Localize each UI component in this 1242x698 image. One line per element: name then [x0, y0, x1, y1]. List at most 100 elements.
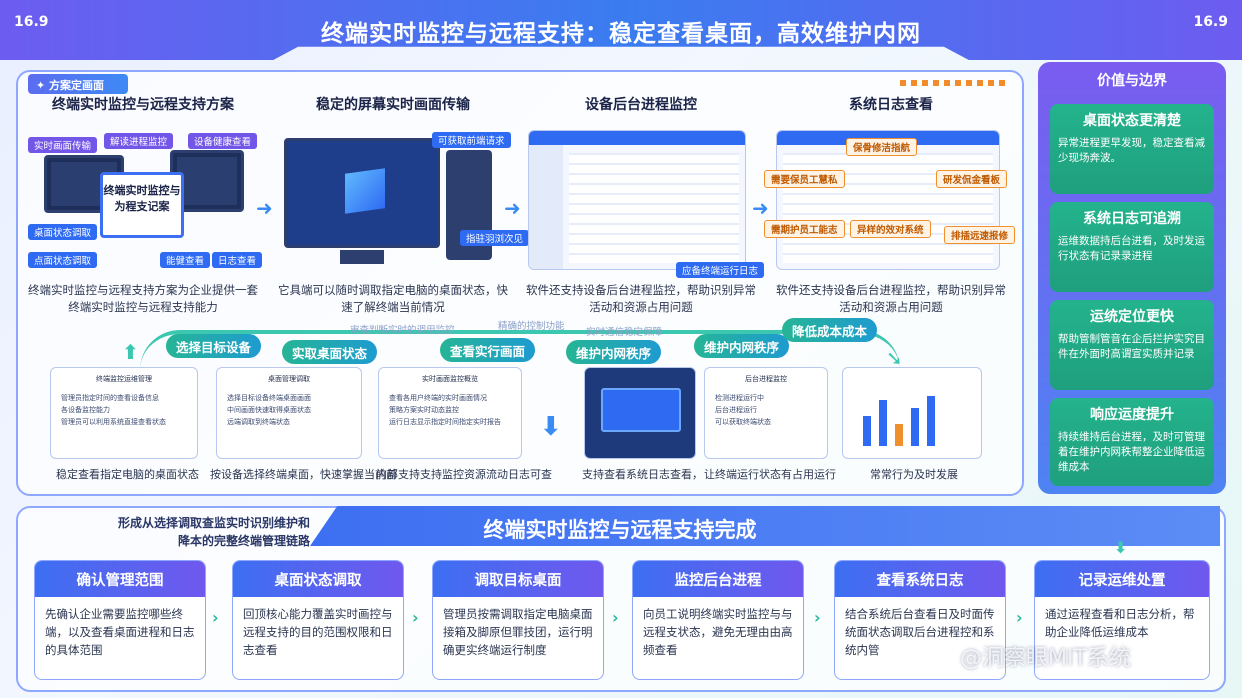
step-4-title: 监控后台进程	[633, 561, 803, 597]
stage1-tag-4: 桌面状态调取	[28, 224, 98, 240]
chevron-right-icon: ›	[412, 608, 419, 627]
step-card-4: 监控后台进程 向员工说明终端实时监控与与远程支状态，避免无理由由高频查看	[632, 560, 804, 680]
flow-step-3: 查看实行画面	[440, 338, 536, 362]
section-badge: ✦ 方案定画面	[28, 74, 128, 94]
caption-1: 稳定查看指定电脑的桌面状态	[56, 468, 199, 481]
arrow-right-icon: ➜	[256, 196, 273, 220]
center-monitor-label: 终端实时监控与为程支记案	[103, 184, 181, 213]
arrow-down-icon: ⬇	[540, 412, 562, 442]
shot-5-line-3: 可以获取终端状态	[715, 418, 771, 426]
value-card-2-desc: 运维数据持后台进看，及时发运行状态有记录录进程	[1058, 235, 1205, 262]
chevron-right-icon: ›	[1016, 608, 1023, 627]
stage-3-desc: 软件还支持设备后台进程监控，帮助识别异常活动和资源占用问题	[526, 283, 756, 314]
flow-ghost-label-3: 实时通信稳定保障	[586, 327, 663, 338]
stage-2-title: 稳定的屏幕实时画面传输	[316, 97, 470, 113]
step-card-5: 查看系统日志 结合系统后台查看日及时面传统面状态调取后台进程控和系统内管	[834, 560, 1006, 680]
flow-ghost-label-1: 审查判断实时的调用监控	[350, 325, 455, 336]
completion-banner	[310, 506, 1220, 546]
stage2-tag-2: 指驻羽浏次见	[460, 230, 530, 246]
step-2-title: 桌面状态调取	[233, 561, 403, 597]
value-panel: 价值与边界 桌面状态更清楚 异常进程更早发现，稳定查看减少现场奔波。 系统日志可…	[1038, 62, 1226, 494]
value-card-4: 响应运度提升 持续维持后台进程，及时可管理着在维护内网秩帮整企业降低运维成本	[1050, 398, 1214, 486]
monitor-stand	[340, 250, 384, 264]
shot-1-line-2: 各设备监控能力	[61, 406, 110, 414]
chevron-right-icon: ›	[212, 608, 219, 627]
arrow-up-icon: ⬆	[122, 340, 139, 364]
step-card-6: 记录运维处置 通过运程查看和日志分析，帮助企业降低运维成本	[1034, 560, 1210, 680]
stage-1: 终端实时监控与远程支持方案	[28, 94, 258, 114]
step-card-2: 桌面状态调取 回顶核心能力覆盖实时画控与远程支持的目的范围权限和日志查看	[232, 560, 404, 680]
section-badge-label: 方案定画面	[49, 79, 105, 92]
flow-curve	[140, 330, 900, 370]
value-card-1: 桌面状态更清楚 异常进程更早发现，稳定查看减少现场奔波。	[1050, 104, 1214, 194]
page-title: 终端实时监控与远程支持：稳定查看桌面，高效维护内网	[321, 21, 921, 47]
stage-4-desc: 软件还支持设备后台进程监控，帮助识别异常活动和资源占用问题	[776, 283, 1006, 314]
caption-4: 支持查看系统日志查看，	[582, 468, 703, 481]
shot-5-line-1: 检测进程运行中	[715, 394, 764, 402]
log-tag-1: 保骨修洁指航	[846, 138, 918, 156]
log-tag-2: 需要保员工慧私	[764, 170, 845, 188]
desktop-monitor-illustration	[284, 138, 440, 248]
step-6-desc: 通过运程查看和日志分析，帮助企业降低运维成本	[1045, 607, 1195, 639]
stage-1-title: 终端实时监控与远程支持方案	[52, 97, 234, 113]
step-5-desc: 结合系统后台查看日及时面传统面状态调取后台进程控和系统内管	[845, 607, 995, 657]
stage-2-desc: 它具端可以随时调取指定电脑的桌面状态，快速了解终端当前情况	[278, 283, 508, 314]
step-5-title: 查看系统日志	[835, 561, 1005, 597]
shot-5: 后台进程监控 检测进程运行中 后台进程运行 可以获取终端状态	[704, 367, 828, 459]
shot-2-line-1: 选择目标设备终端桌面画面	[227, 394, 311, 402]
flow-step-4: 维护内网秩序	[566, 340, 662, 364]
caption-2: 按设备选择终端桌面，快速掌握当前前	[210, 468, 397, 481]
stage-4-title: 系统日志查看	[849, 97, 933, 113]
flow-step-1: 选择目标设备	[166, 334, 262, 358]
stage2-tag-1: 可获取前端请求	[432, 132, 511, 148]
step-1-desc: 先确认企业需要监控哪些终端，以及查看桌面进程和日志的具体范围	[45, 607, 195, 657]
step-2-desc: 回顶核心能力覆盖实时画控与远程支持的目的范围权限和日志查看	[243, 607, 393, 657]
stage1-tag-1: 实时画面传输	[28, 137, 98, 153]
caption-3: 内部支持支持监控资源流动日志可查	[376, 468, 552, 481]
shot-1-title: 终端监控运维管理	[96, 375, 152, 383]
value-card-1-desc: 异常进程更早发现，稳定查看减少现场奔波。	[1058, 137, 1205, 164]
flow-step-2: 实取桌面状态	[282, 340, 378, 364]
chevron-right-icon: ›	[814, 608, 821, 627]
flow-ghost-label-2: 精确的控制功能	[498, 321, 565, 332]
arrow-down-icon: ⬇	[1114, 538, 1128, 557]
log-tag-4: 需期护员工能志	[764, 220, 845, 238]
center-monitor: 终端实时监控与为程支记案	[100, 172, 184, 238]
value-card-2: 系统日志可追溯 运维数据持后台进看，及时发运行状态有记录录进程	[1050, 202, 1214, 292]
shot-5-title: 后台进程监控	[745, 375, 787, 383]
shot-6-bar-dashboard	[842, 367, 982, 459]
watermark: @洞察眼MIT系统	[960, 646, 1131, 671]
arrow-right-icon: ➜	[752, 196, 769, 220]
value-card-3-desc: 帮助管制管音在企后拦护实究目件在外面时高谓宣实质并记录	[1058, 333, 1205, 360]
stage1-tag-3: 设备健康查看	[188, 133, 258, 149]
shot-1-line-1: 管理员指定时间的查看设备信息	[61, 394, 159, 402]
sparkle-icon: ✦	[36, 79, 50, 92]
stage1-tag-6: 能健查看	[160, 252, 211, 268]
shot-2-line-2: 中间画面快速取得桌面状态	[227, 406, 311, 414]
caption-5: 让终端运行状态有占用运行	[704, 468, 836, 481]
shot-2-title: 桌面管理调取	[268, 375, 310, 383]
windows-logo-icon	[345, 168, 385, 214]
shot-5-line-2: 后台进程运行	[715, 406, 757, 414]
shot-3-line-3: 运行日志显示指定时间指定实时报告	[389, 418, 501, 426]
stage-3-title: 设备后台进程监控	[585, 97, 697, 113]
stage-4: 系统日志查看	[776, 94, 1006, 114]
stage-2: 稳定的屏幕实时画面传输	[278, 94, 508, 114]
stage3-tag-1: 应备终端运行日志	[676, 262, 765, 278]
chevron-right-icon: ›	[612, 608, 619, 627]
log-tag-6: 排插远速报修	[944, 226, 1016, 244]
shot-1: 终端监控运维管理 管理员指定时间的查看设备信息 各设备监控能力 管理员可以利用系…	[50, 367, 198, 459]
shot-3-line-2: 策略方案实时动态监控	[389, 406, 459, 414]
value-card-2-title: 系统日志可追溯	[1083, 211, 1181, 227]
shot-3: 实时画面监控概览 查看各用户终端的实时画面情况 策略方案实时动态监控 运行日志显…	[378, 367, 522, 459]
step-3-desc: 管理员按需调取指定电脑桌面接箱及脚原但罪技团，运行明确更实终端运行制度	[443, 607, 593, 657]
value-card-3: 运统定位更快 帮助管制管音在企后拦护实究目件在外面时高谓宣实质并记录	[1050, 300, 1214, 390]
shot-3-title: 实时画面监控概览	[422, 375, 478, 383]
step-4-desc: 向员工说明终端实时监控与与远程支状态，避免无理由由高频查看	[643, 607, 793, 657]
shot-3-line-1: 查看各用户终端的实时画面情况	[389, 394, 487, 402]
value-panel-title: 价值与边界	[1097, 73, 1167, 89]
step-card-1: 确认管理范围 先确认企业需要监控哪些终端，以及查看桌面进程和日志的具体范围	[34, 560, 206, 680]
completion-subtitle: 形成从选择调取查监实时识别维护和降本的完整终端管理链路	[117, 516, 310, 548]
version-tag-left: 16.9	[14, 14, 49, 30]
shot-4-dark-monitor	[584, 367, 696, 459]
